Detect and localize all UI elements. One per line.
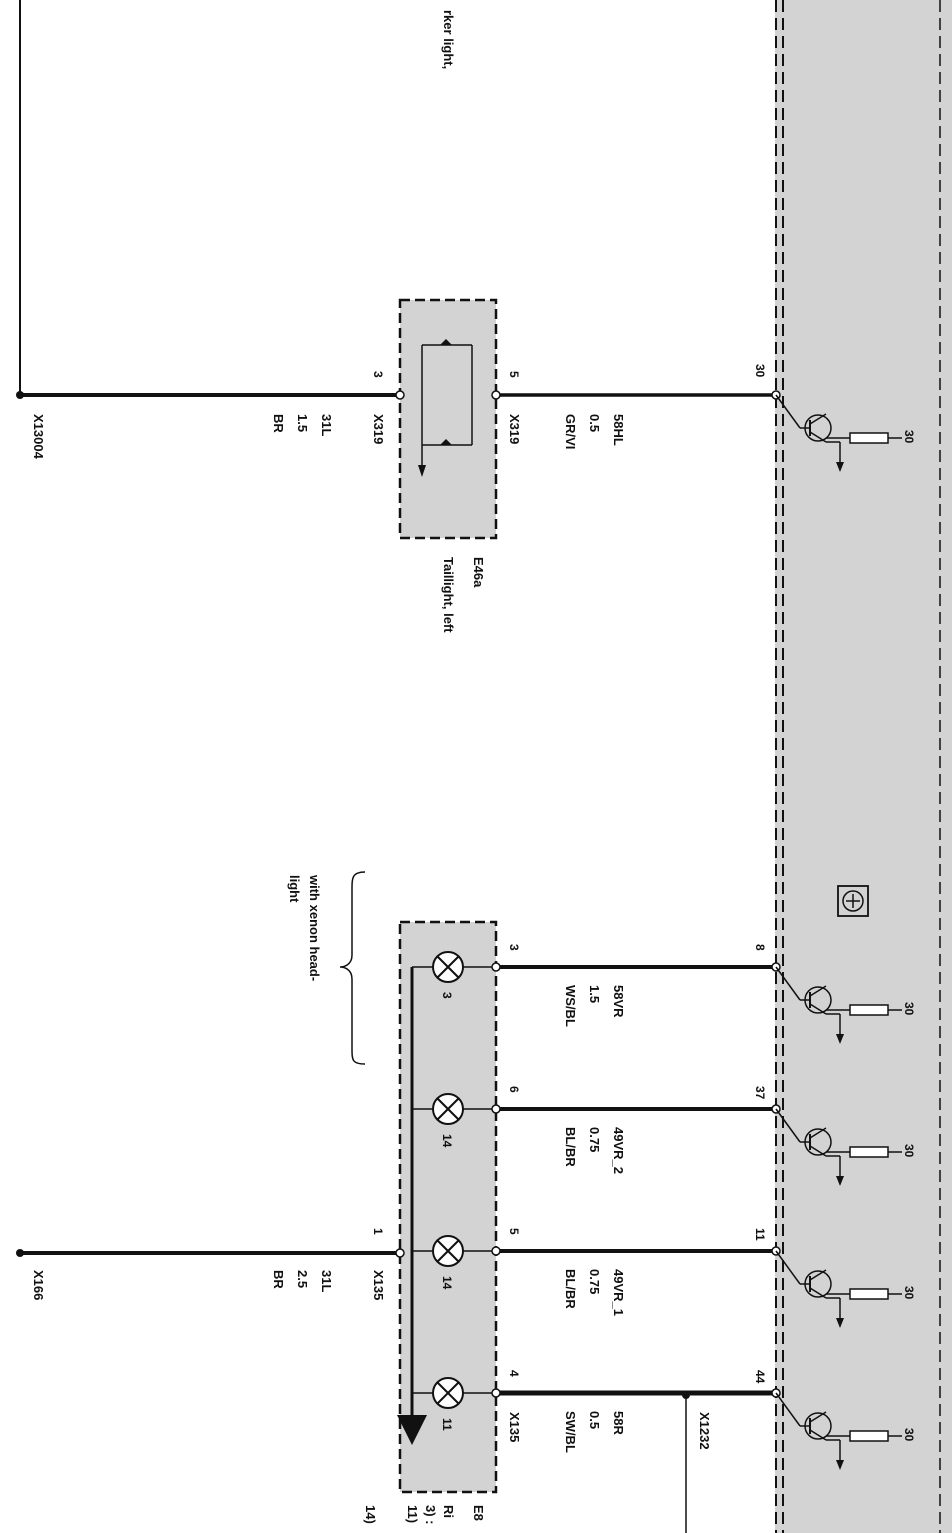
taillight-ground-wire-color: BR xyxy=(271,414,286,433)
transistor-symbol-icon xyxy=(837,885,869,917)
headlight-footnote: 14) xyxy=(363,1505,378,1524)
xenon-note-line-1: with xenon head- xyxy=(307,874,322,981)
bulb-label: 14 xyxy=(440,1134,454,1148)
channel-3: 14 5 11 49VR_1 0.75 BL/BR 30 xyxy=(431,1228,916,1328)
control-module-area xyxy=(775,0,952,1533)
resistor-icon xyxy=(849,1146,889,1158)
wire-size: 0.5 xyxy=(587,1411,602,1429)
headlight-line-1: Ri xyxy=(441,1505,456,1518)
wire-id: 58R xyxy=(611,1411,626,1435)
wire-size: 0.75 xyxy=(587,1127,602,1152)
taillight-ground-wire-size: 1.5 xyxy=(295,414,310,432)
module-pin: 37 xyxy=(753,1086,767,1100)
taillight-left: E46a Taillight, left xyxy=(398,298,498,633)
bulb-pin: 5 xyxy=(507,1228,521,1235)
bulb-pin: 3 xyxy=(507,944,521,951)
taillight-ground-wire-id: 31L xyxy=(319,414,334,436)
bulb-label: 14 xyxy=(440,1276,454,1290)
resistor-icon xyxy=(849,1430,889,1442)
headlight-ground-pin: 1 xyxy=(371,1228,385,1235)
top-note: rker light, xyxy=(441,10,456,69)
channel-1: 3 3 8 58VR 1.5 WS/BL 30 xyxy=(431,944,916,1044)
wire-id: 49VR_2 xyxy=(611,1127,626,1174)
transistor-taillight: 30 xyxy=(775,394,916,472)
resistor-label: 30 xyxy=(902,1144,916,1158)
taillight-name: Taillight, left xyxy=(441,557,456,633)
wire-color: BL/BR xyxy=(563,1269,578,1309)
wire-id: 58VR xyxy=(611,985,626,1018)
channel-2: 14 6 37 49VR_2 0.75 BL/BR 30 xyxy=(431,1086,916,1186)
x1232-label: X1232 xyxy=(697,1412,712,1450)
taillight-feed-wire-size: 0.5 xyxy=(587,414,602,432)
taillight-connector-right: X319 xyxy=(507,414,522,444)
module-pin: 44 xyxy=(753,1370,767,1384)
headlight-ground-connector: X135 xyxy=(371,1270,386,1300)
bulb-label: 3 xyxy=(440,992,454,999)
resistor-label: 30 xyxy=(902,1002,916,1016)
taillight-code: E46a xyxy=(471,557,486,588)
taillight-feed-wire-id: 58HL xyxy=(611,414,626,446)
taillight-pin-right: 5 xyxy=(507,371,521,378)
resistor-label: 30 xyxy=(902,430,916,444)
bulb-pin: 6 xyxy=(507,1086,521,1093)
wire-color: SW/BL xyxy=(563,1411,578,1453)
taillight-pin-left: 3 xyxy=(371,371,385,378)
headlight-ground-wire-color: BR xyxy=(271,1270,286,1289)
headlight-ground-wire-size: 2.5 xyxy=(295,1270,310,1288)
headlight-ground-wire-id: 31L xyxy=(319,1270,334,1292)
resistor-icon xyxy=(849,1288,889,1300)
bulb-label: 11 xyxy=(440,1418,454,1431)
resistor-label: 30 xyxy=(902,1428,916,1442)
headlight-code: E8 xyxy=(471,1505,486,1521)
module-pin: 8 xyxy=(753,944,767,951)
resistor-label: 30 xyxy=(902,1286,916,1300)
module-pin: 11 xyxy=(753,1228,767,1241)
wire-color: BL/BR xyxy=(563,1127,578,1167)
wire-size: 1.5 xyxy=(587,985,602,1003)
ground-x166: X166 xyxy=(31,1270,46,1300)
wire-color: WS/BL xyxy=(563,985,578,1027)
bulb-pin: 4 xyxy=(507,1370,521,1377)
headlight-connector: X135 xyxy=(507,1412,522,1442)
wire-size: 0.75 xyxy=(587,1269,602,1294)
wire-id: 49VR_1 xyxy=(611,1269,626,1316)
ground-x13004: X13004 xyxy=(31,414,46,460)
headlight-line-3: 11) xyxy=(405,1505,420,1523)
resistor-icon xyxy=(849,1004,889,1016)
xenon-note-line-2: light xyxy=(287,875,302,903)
headlight-line-2: 3) : xyxy=(423,1505,438,1525)
taillight-module-pin: 30 xyxy=(753,364,767,378)
taillight-connector-left: X319 xyxy=(371,414,386,444)
taillight-feed-wire-color: GR/VI xyxy=(563,414,578,449)
xenon-bracket xyxy=(339,871,366,1065)
